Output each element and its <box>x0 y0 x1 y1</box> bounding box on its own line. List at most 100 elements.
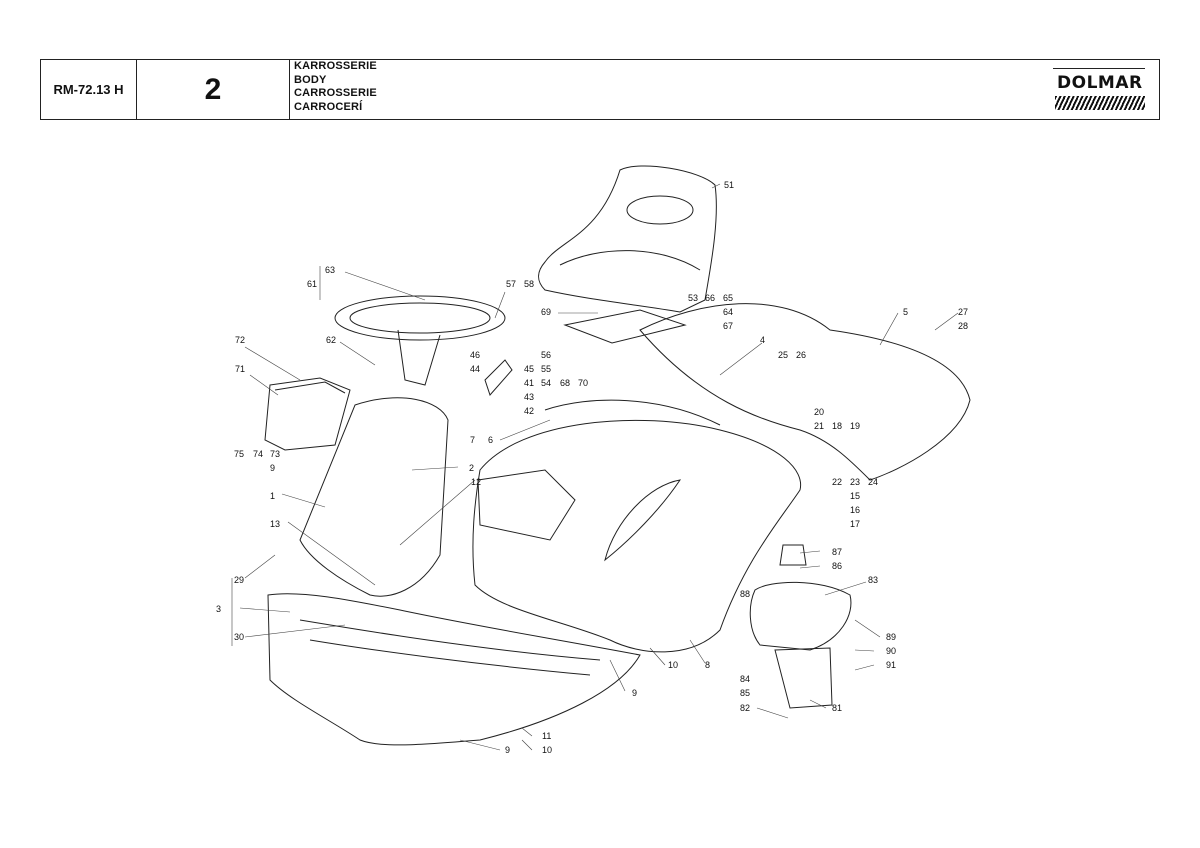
callout-3: 3 <box>216 604 221 614</box>
callout-30: 30 <box>234 632 244 642</box>
callout-1: 1 <box>270 491 275 501</box>
callout-18: 18 <box>832 421 842 431</box>
callout-21: 21 <box>814 421 824 431</box>
seat-cushion <box>559 250 701 271</box>
callout-69: 69 <box>541 307 551 317</box>
callout-44: 44 <box>470 364 480 374</box>
steering-column <box>397 329 441 386</box>
callout-62: 62 <box>326 335 336 345</box>
callout-9c: 9 <box>505 745 510 755</box>
callout-labels: 51 63 61 57 58 69 53 66 65 64 67 27 28 5… <box>216 180 968 755</box>
logo-rule <box>1053 68 1145 69</box>
callout-86: 86 <box>832 561 842 571</box>
body-shell <box>472 419 802 653</box>
callout-27: 27 <box>958 307 968 317</box>
callout-57: 57 <box>506 279 516 289</box>
callout-41: 41 <box>524 378 534 388</box>
callout-43: 43 <box>524 392 534 402</box>
logo-hatch <box>1055 96 1145 110</box>
callout-89: 89 <box>886 632 896 642</box>
fuel-cap <box>779 544 807 566</box>
body-vent <box>604 479 682 562</box>
callout-2: 2 <box>469 463 474 473</box>
callout-5: 5 <box>903 307 908 317</box>
callout-9: 9 <box>270 463 275 473</box>
callout-11: 11 <box>542 731 551 741</box>
callout-6: 6 <box>488 435 493 445</box>
callout-73: 73 <box>270 449 280 459</box>
seat <box>538 165 717 313</box>
callout-42: 42 <box>524 406 534 416</box>
title-spanish: CARROCERÍ <box>294 100 363 113</box>
callout-53: 53 <box>688 293 698 303</box>
fuel-tank <box>749 581 852 651</box>
callout-70: 70 <box>578 378 588 388</box>
callout-90: 90 <box>886 646 896 656</box>
title-block: RM-72.13 H 2 KARROSSERIE BODY CARROSSERI… <box>40 59 1160 120</box>
part-drawings <box>231 165 971 751</box>
callout-24: 24 <box>868 477 878 487</box>
callout-71: 71 <box>235 364 245 374</box>
callout-67: 67 <box>723 321 733 331</box>
callout-65: 65 <box>723 293 733 303</box>
callout-9b: 9 <box>632 688 637 698</box>
callout-83: 83 <box>868 575 878 585</box>
callout-72: 72 <box>235 335 245 345</box>
callout-58: 58 <box>524 279 534 289</box>
callout-29: 29 <box>234 575 244 585</box>
steering-wheel <box>334 295 506 341</box>
seat-plate <box>563 309 687 344</box>
callout-13: 13 <box>270 519 280 529</box>
callout-25: 25 <box>778 350 788 360</box>
section-titles: KARROSSERIE BODY CARROSSERIE CARROCERÍ <box>290 60 1159 119</box>
callout-45: 45 <box>524 364 534 374</box>
title-german: KARROSSERIE <box>294 60 377 72</box>
callout-19: 19 <box>850 421 860 431</box>
callout-66: 66 <box>705 293 715 303</box>
access-cover <box>477 469 576 541</box>
callout-51: 51 <box>724 180 734 190</box>
model-number: RM-72.13 H <box>41 60 137 119</box>
callout-68: 68 <box>560 378 570 388</box>
callout-22: 22 <box>832 477 842 487</box>
brand-logo: DOLMAR <box>1053 66 1145 114</box>
title-french: CARROSSERIE <box>294 87 377 99</box>
brand-name: DOLMAR <box>1057 73 1143 93</box>
callout-12: 12 <box>471 477 481 487</box>
callout-85: 85 <box>740 688 750 698</box>
seat-backrest-hole <box>626 195 694 225</box>
callout-8: 8 <box>705 660 710 670</box>
dashboard-console <box>299 397 449 597</box>
callout-87: 87 <box>832 547 842 557</box>
callout-56: 56 <box>541 350 551 360</box>
callout-10a: 10 <box>668 660 678 670</box>
callout-75: 75 <box>234 449 244 459</box>
callout-82: 82 <box>740 703 750 713</box>
callout-15: 15 <box>850 491 860 501</box>
callout-63: 63 <box>325 265 335 275</box>
callout-28: 28 <box>958 321 968 331</box>
callout-7: 7 <box>470 435 475 445</box>
callout-84: 84 <box>740 674 750 684</box>
callout-61: 61 <box>307 279 317 289</box>
callout-4: 4 <box>760 335 765 345</box>
callout-10b: 10 <box>542 745 552 755</box>
callout-54: 54 <box>541 378 551 388</box>
callout-17: 17 <box>850 519 860 529</box>
callout-16: 16 <box>850 505 860 515</box>
tank-bracket <box>774 647 833 709</box>
leader-lines <box>231 183 959 751</box>
callout-81: 81 <box>832 703 842 713</box>
callout-23: 23 <box>850 477 860 487</box>
rear-fender <box>639 303 971 481</box>
footboard <box>267 593 641 746</box>
callout-26: 26 <box>796 350 806 360</box>
callout-20: 20 <box>814 407 824 417</box>
page-number: 2 <box>137 60 290 119</box>
callout-91: 91 <box>886 660 896 670</box>
battery <box>264 377 351 451</box>
title-english: BODY <box>294 73 327 86</box>
callout-55: 55 <box>541 364 551 374</box>
pedal-lever <box>484 359 513 396</box>
callout-46: 46 <box>470 350 480 360</box>
